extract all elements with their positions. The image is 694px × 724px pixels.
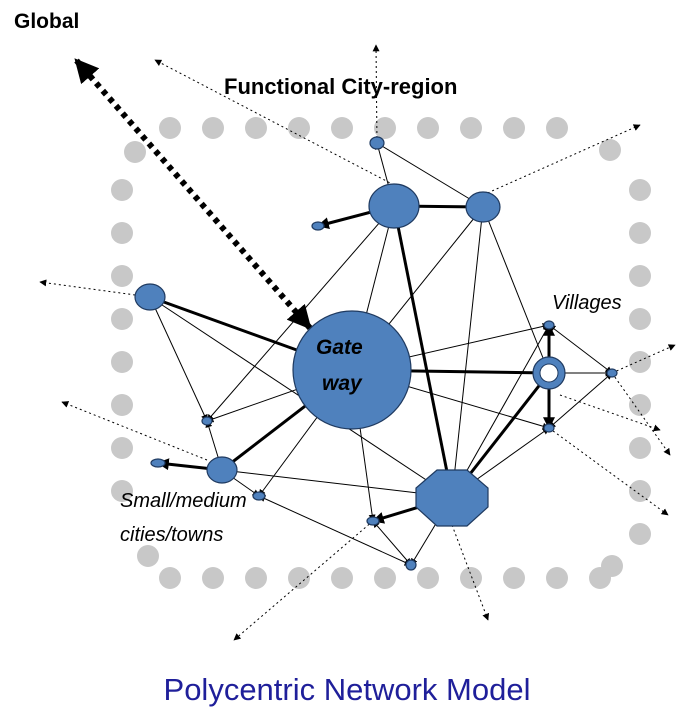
link-arrow — [548, 372, 613, 429]
boundary-dot — [546, 567, 568, 589]
boundary-dot — [159, 567, 181, 589]
city-region-label: Functional City-region — [224, 74, 458, 99]
boundary-dot — [601, 555, 623, 577]
outward-dotted-link — [611, 372, 671, 456]
link-arrow — [372, 520, 412, 566]
village-node — [366, 516, 380, 526]
global-link — [73, 58, 313, 330]
boundary-dot — [374, 117, 396, 139]
octagon-city-node — [415, 469, 489, 527]
link-arrow — [376, 142, 484, 208]
boundary-dot — [503, 567, 525, 589]
village-node — [405, 559, 417, 571]
boundary-dot — [629, 437, 651, 459]
network-nodes — [134, 136, 618, 571]
outward-dotted-link — [233, 520, 374, 641]
boundary-dot — [111, 265, 133, 287]
city-node-west — [134, 283, 166, 311]
towns-label-line2: cities/towns — [120, 524, 224, 546]
boundary-dot — [331, 567, 353, 589]
global-label: Global — [14, 10, 80, 33]
link-arrow — [548, 324, 613, 374]
boundary-dot — [629, 179, 651, 201]
boundary-dot — [111, 394, 133, 416]
boundary-dot — [599, 139, 621, 161]
boundary-dot — [629, 308, 651, 330]
outward-dotted-link — [482, 124, 641, 196]
boundary-dot — [331, 117, 353, 139]
town-node-north — [369, 136, 385, 150]
village-node — [543, 423, 555, 433]
boundary-dot — [629, 351, 651, 373]
boundary-dot — [288, 567, 310, 589]
boundary-dot — [245, 567, 267, 589]
boundary-dot — [460, 117, 482, 139]
gateway-label-line2: way — [322, 372, 362, 395]
villages-label: Villages — [552, 292, 622, 314]
city-node-southwest — [206, 456, 238, 484]
link-arrow — [482, 206, 550, 374]
boundary-dot — [546, 117, 568, 139]
boundary-dot — [629, 480, 651, 502]
boundary-dot — [629, 394, 651, 416]
boundary-dot — [159, 117, 181, 139]
gateway-node — [292, 310, 412, 430]
outward-dotted-link — [372, 44, 380, 144]
boundary-dot — [245, 117, 267, 139]
outward-dotted-link — [39, 279, 151, 298]
link-arrow — [258, 495, 412, 566]
city-node-top — [368, 183, 420, 229]
boundary-dot — [629, 222, 651, 244]
outward-dotted-link — [611, 344, 676, 374]
link-arrow — [390, 204, 456, 499]
boundary-dot — [417, 567, 439, 589]
boundary-dot — [111, 437, 133, 459]
boundary-dot — [202, 567, 224, 589]
boundary-dot — [288, 117, 310, 139]
outward-dotted-link — [548, 427, 669, 516]
outward-dotted-link — [61, 401, 208, 461]
boundary-dot — [111, 222, 133, 244]
gateway-label-line1: Gate — [316, 336, 363, 359]
village-node — [252, 491, 266, 501]
village-node — [150, 458, 166, 468]
village-node — [543, 320, 555, 330]
boundary-dot — [137, 545, 159, 567]
boundary-dot — [202, 117, 224, 139]
boundary-dot — [374, 567, 396, 589]
village-ring-hole — [539, 363, 559, 383]
boundary-dot — [417, 117, 439, 139]
city-node-top-right — [465, 191, 501, 223]
boundary-dot — [111, 308, 133, 330]
village-node — [311, 221, 325, 231]
outward-dotted-link — [451, 524, 490, 621]
boundary-dot — [111, 480, 133, 502]
boundary-dot — [111, 179, 133, 201]
link-arrow — [449, 206, 486, 498]
boundary-dot — [629, 265, 651, 287]
boundary-dot — [460, 567, 482, 589]
boundary-dot — [503, 117, 525, 139]
boundary-dot — [111, 351, 133, 373]
towns-label-line1: Small/medium — [120, 490, 247, 512]
village-node — [201, 416, 213, 426]
boundary-dot — [629, 523, 651, 545]
village-node — [606, 368, 618, 378]
boundary-dot — [124, 141, 146, 163]
diagram-caption: Polycentric Network Model — [163, 672, 531, 707]
